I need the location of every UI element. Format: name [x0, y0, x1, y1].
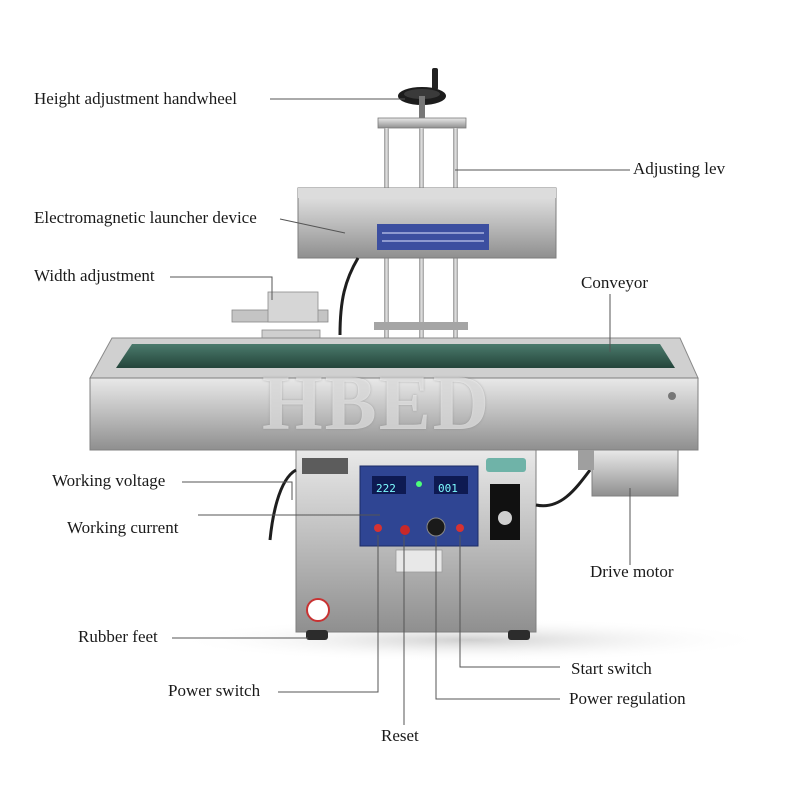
leader-power-regulation — [435, 537, 560, 700]
leader-launcher — [279, 218, 346, 234]
label-working-current: Working current — [67, 518, 179, 537]
label-rubber-feet: Rubber feet — [78, 627, 158, 646]
leader-start-switch — [459, 535, 560, 668]
leader-width-adjustment — [170, 276, 273, 300]
side-cable-right — [535, 469, 592, 508]
drive-motor — [578, 449, 679, 497]
label-conveyor: Conveyor — [581, 273, 649, 292]
label-power-switch: Power switch — [168, 681, 261, 700]
label-start-switch: Start switch — [571, 659, 652, 678]
label-working-voltage: Working voltage — [52, 471, 166, 490]
power-cable — [338, 257, 360, 336]
current-display: 001 — [438, 482, 458, 495]
watermark: HBED — [262, 359, 492, 446]
label-drive-motor: Drive motor — [590, 562, 674, 581]
label-launcher: Electromagnetic launcher device — [34, 208, 257, 227]
leader-working-voltage — [182, 481, 293, 500]
side-cable-left — [268, 468, 297, 541]
label-power-regulation: Power regulation — [569, 689, 686, 708]
label-reset: Reset — [381, 726, 419, 745]
leader-power-switch — [278, 535, 379, 693]
leader-lines — [170, 98, 631, 725]
cabinet — [295, 449, 537, 640]
voltage-display: 222 — [376, 482, 396, 495]
label-width-adjustment: Width adjustment — [34, 266, 155, 285]
label-adjusting-lever: Adjusting lev — [633, 159, 726, 178]
launcher-box — [297, 187, 557, 259]
conveyor-frame — [89, 337, 699, 451]
label-height-handwheel: Height adjustment handwheel — [34, 89, 238, 108]
handwheel — [398, 68, 446, 118]
